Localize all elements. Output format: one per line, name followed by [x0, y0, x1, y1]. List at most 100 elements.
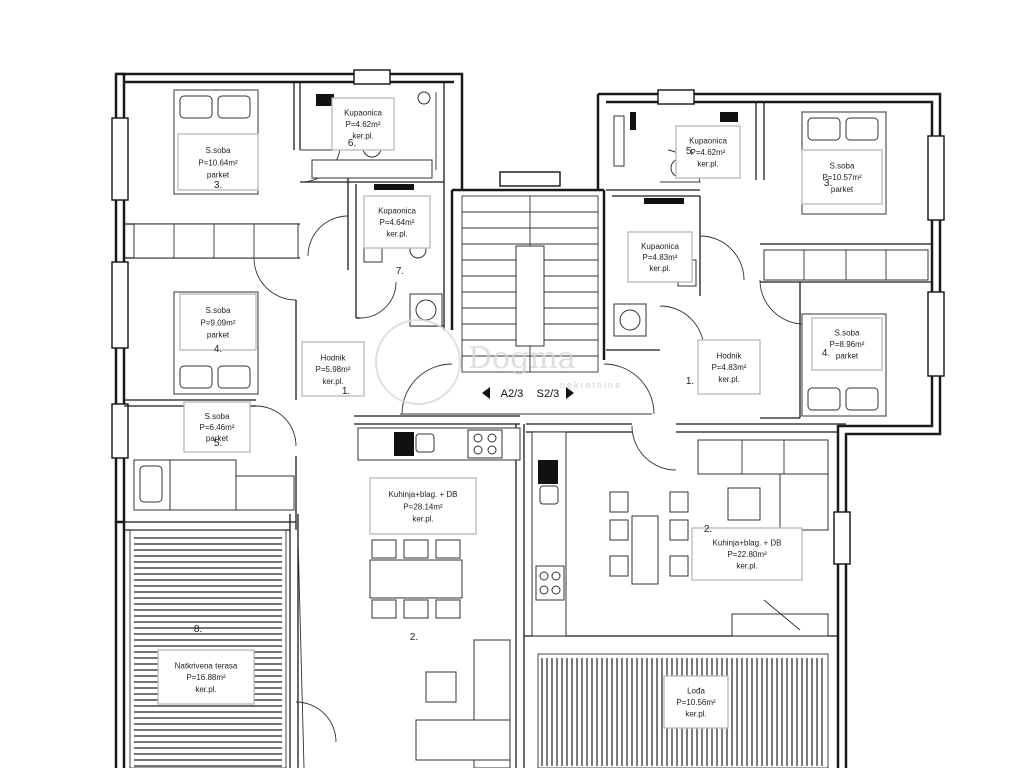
room-l3: parket: [836, 352, 859, 361]
room-l3: ker.pl.: [718, 375, 739, 384]
stair-tag-left: A2/3: [501, 388, 524, 400]
room-l1: S.soba: [205, 412, 230, 421]
room-l3: ker.pl.: [649, 264, 670, 273]
room-l3: ker.pl.: [412, 515, 433, 524]
watermark-brand: Dogma: [468, 341, 576, 376]
room-label-box: [331, 97, 395, 151]
room-number: 5.: [686, 146, 694, 157]
room-label-box: [801, 149, 883, 205]
room-l3: ker.pl.: [736, 562, 757, 571]
room-label-box: [369, 477, 477, 535]
room-labels: S.sobaP=10.64m²parket3.KupaonicaP=4.62m²…: [157, 97, 883, 729]
room-number: 6.: [348, 138, 356, 149]
room-label-r2a: Kuhinja+blag. + DB P=28.14m² ker.pl. 2.: [369, 477, 477, 643]
room-l3: ker.pl.: [685, 710, 706, 719]
room-number: 2.: [704, 524, 712, 535]
room-l2: P=28.14m²: [403, 502, 443, 511]
room-l2: P=8.96m²: [830, 340, 865, 349]
room-l2: P=5.98m²: [316, 365, 351, 374]
room-l2: P=6.46m²: [200, 423, 235, 432]
doors: [253, 149, 805, 743]
stair-tags: A2/3 S2/3: [482, 387, 574, 400]
room-label-box: [675, 125, 741, 179]
watermark-tagline: nekretnine: [560, 380, 622, 390]
room-l2: P=4.62m²: [691, 148, 726, 157]
room-l1: Kuhinja+blag. + DB: [713, 539, 782, 548]
room-label-box: [179, 293, 257, 351]
room-number: 4.: [214, 344, 222, 355]
room-l3: ker.pl.: [697, 160, 718, 169]
room-label-box: [301, 341, 365, 397]
windows: [111, 69, 945, 565]
room-label-box: [811, 317, 883, 371]
room-number: 3.: [214, 180, 222, 191]
room-l3: parket: [207, 331, 230, 340]
room-label-box: [157, 649, 255, 705]
room-l1: S.soba: [835, 329, 860, 338]
room-l3: ker.pl.: [352, 132, 373, 141]
room-l2: P=4.62m²: [346, 120, 381, 129]
room-number: 7.: [396, 266, 404, 277]
room-l2: P=10.56m²: [676, 698, 716, 707]
room-number: 1.: [686, 376, 694, 387]
left-furniture: [133, 89, 521, 768]
room-label-r2b: Kuhinja+blag. + DB P=22.80m² ker.pl. 2.: [691, 524, 803, 581]
room-l2: P=4.83m²: [643, 253, 678, 262]
room-l2: P=22.80m²: [727, 550, 767, 559]
room-number: 2.: [410, 632, 418, 643]
room-number: 1.: [342, 386, 350, 397]
arrow-left-icon: [482, 387, 490, 399]
room-l1: Kuhinja+blag. + DB: [389, 490, 458, 499]
room-l3: ker.pl.: [322, 377, 343, 386]
room-label-box: [691, 527, 803, 581]
room-l2: P=4.83m²: [712, 363, 747, 372]
room-l1: Kupaonica: [641, 242, 679, 251]
room-l2: P=9.09m²: [201, 318, 236, 327]
room-l3: parket: [207, 171, 230, 180]
terrace-left: [129, 529, 305, 768]
room-l2: P=16.88m²: [186, 673, 226, 682]
room-l1: Natkrivena terasa: [175, 661, 238, 670]
room-label-box: [363, 195, 431, 249]
room-l1: Lođa: [687, 687, 705, 696]
room-l1: Hodnik: [321, 353, 347, 362]
room-l1: Kupaonica: [378, 207, 416, 216]
room-l3: ker.pl.: [195, 685, 216, 694]
room-label-box: [183, 401, 251, 453]
stair-tag-right: S2/3: [537, 388, 560, 400]
arrow-right-icon: [566, 387, 574, 399]
room-l1: Kupaonica: [689, 137, 727, 146]
room-label-box: [663, 675, 729, 729]
room-l1: Kupaonica: [344, 109, 382, 118]
room-l3: parket: [206, 434, 229, 443]
room-l2: P=10.64m²: [198, 158, 238, 167]
room-l1: S.soba: [830, 161, 855, 170]
room-l1: Hodnik: [717, 351, 743, 360]
watermark: Dogma nekretnine: [375, 319, 622, 405]
interior-walls: [124, 82, 932, 768]
room-l1: S.soba: [206, 306, 231, 315]
staircase: [400, 195, 652, 415]
room-label-box: [177, 133, 259, 191]
room-l1: S.soba: [206, 146, 231, 155]
room-l2: P=4.64m²: [380, 218, 415, 227]
room-l3: ker.pl.: [386, 230, 407, 239]
room-l3: parket: [831, 185, 854, 194]
room-number: 8.: [194, 624, 202, 635]
room-label-box: [627, 231, 693, 283]
room-number: 3.: [824, 178, 832, 189]
